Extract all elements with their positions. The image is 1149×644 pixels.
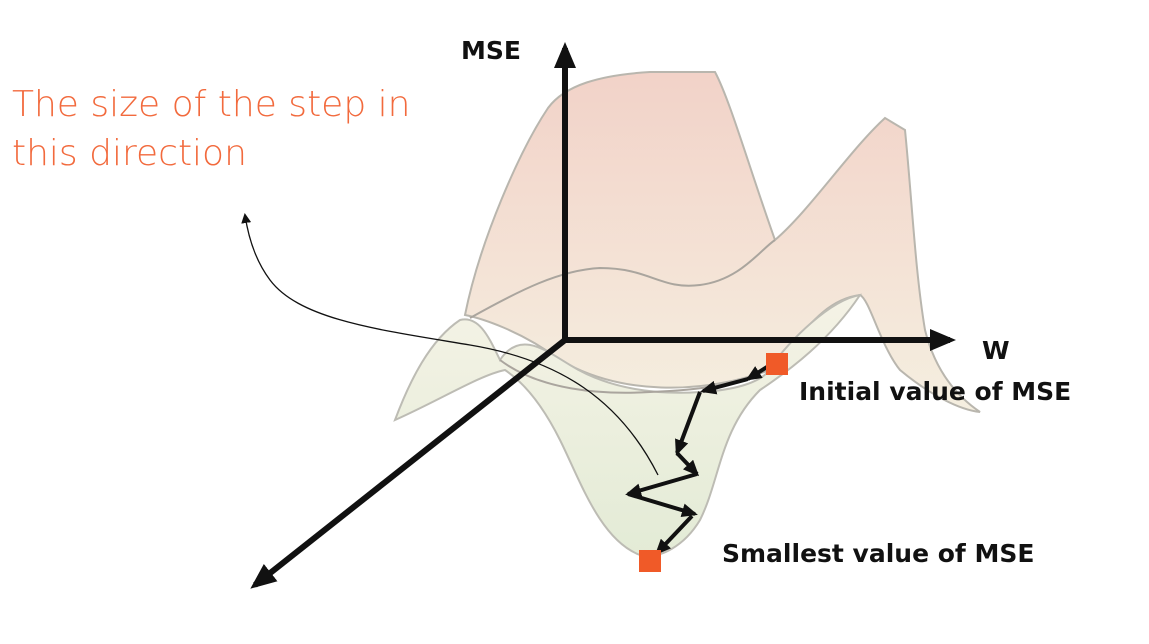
initial-point-marker xyxy=(766,353,788,375)
initial-value-label: Initial value of MSE xyxy=(799,377,1072,406)
front-error-surface xyxy=(393,293,863,557)
surface-ridge-line xyxy=(469,239,776,319)
caption-line-2: this direction xyxy=(12,133,247,174)
w-axis-label: W xyxy=(982,336,1010,365)
minimum-point-marker xyxy=(639,550,661,572)
step-direction-curve xyxy=(241,213,659,476)
caption-line-1: The size of the step in xyxy=(12,84,411,125)
step-size-caption: The size of the step in this direction xyxy=(12,80,410,178)
depth-axis xyxy=(250,337,567,589)
smallest-value-label: Smallest value of MSE xyxy=(722,539,1035,568)
back-error-surface xyxy=(463,71,981,413)
mse-axis-label: MSE xyxy=(461,36,521,65)
